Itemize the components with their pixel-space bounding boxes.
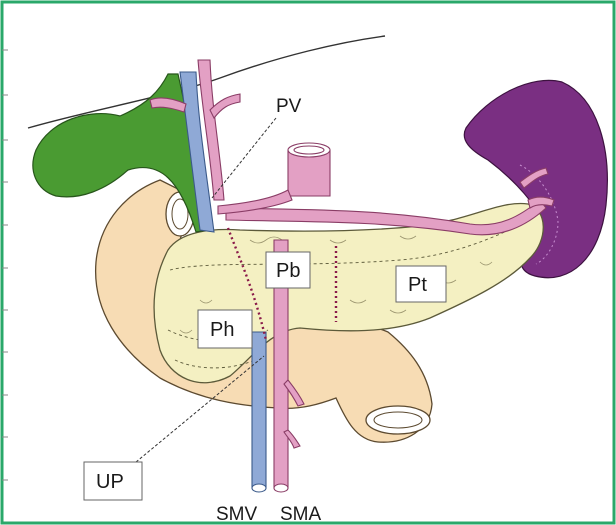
label-ph: Ph [210,319,234,341]
label-box-pt: Pt [396,266,446,302]
label-smv: SMV [216,504,258,525]
label-box-pb: Pb [266,252,310,288]
label-box-ph: Ph [198,310,252,348]
label-pt: Pt [408,274,427,296]
label-sma: SMA [280,504,322,525]
label-box-up: UP [84,462,142,500]
sma-cut-end [274,484,288,492]
label-pv: PV [276,96,302,117]
label-up: UP [96,471,124,493]
smv-cut-end [252,484,266,492]
label-pb: Pb [276,260,300,282]
